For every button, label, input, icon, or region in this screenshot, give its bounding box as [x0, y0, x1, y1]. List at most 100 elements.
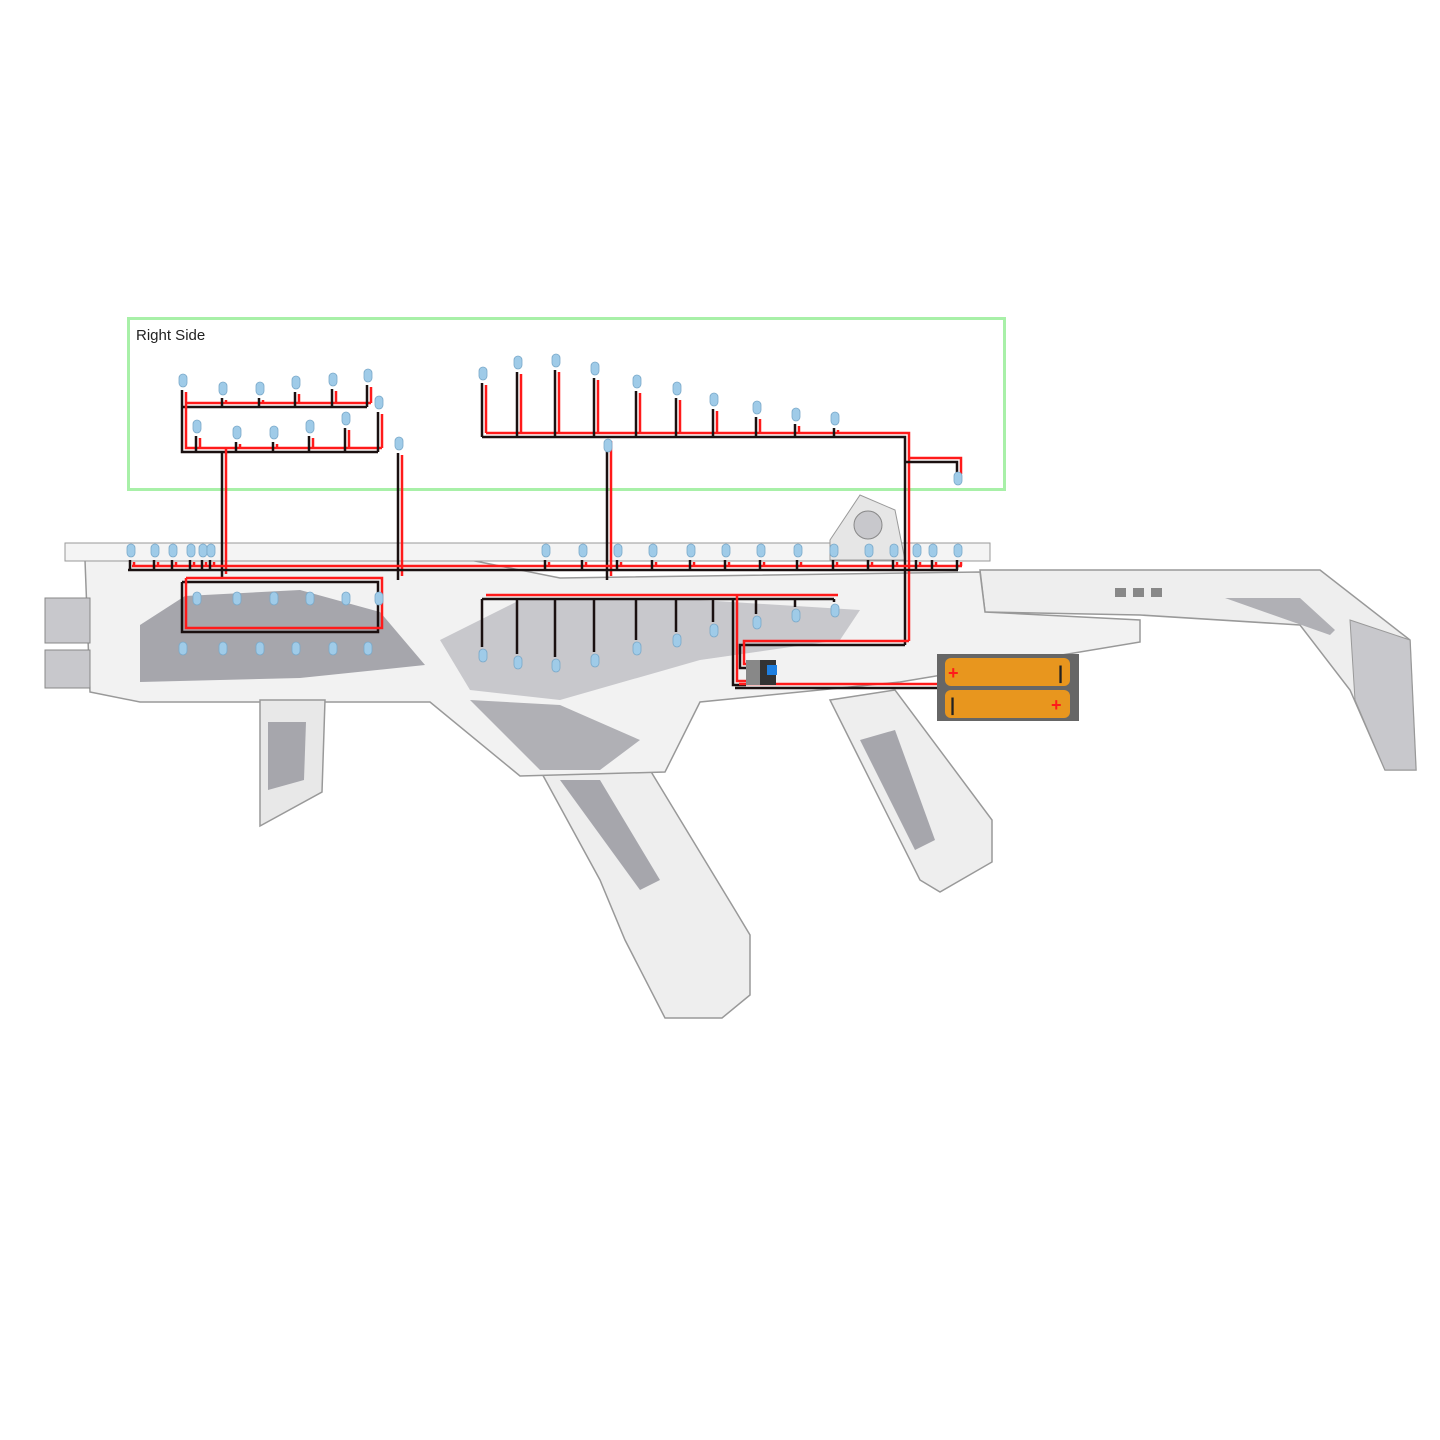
battery-plus-1: + [948, 663, 959, 683]
led-icon [206, 543, 216, 558]
led-icon [709, 392, 719, 407]
led-icon [603, 438, 613, 453]
led-icon [613, 543, 623, 558]
led-icon [255, 641, 265, 656]
led-icon [394, 436, 404, 451]
led-icon [192, 419, 202, 434]
slide-switch-icon [767, 665, 777, 675]
wires [128, 370, 963, 690]
front-panel [140, 590, 425, 682]
led-icon [830, 603, 840, 618]
led-icon [912, 543, 922, 558]
led-icon [648, 543, 658, 558]
led-icon [721, 543, 731, 558]
led-icon [686, 543, 696, 558]
led-icon [889, 543, 899, 558]
led-icon [269, 425, 279, 440]
led-icon [150, 543, 160, 558]
led-icon [632, 641, 642, 656]
led-icon [328, 641, 338, 656]
led-icon [291, 641, 301, 656]
components: + | | + [746, 654, 1079, 721]
lower-left-loop-negative-wire [180, 580, 380, 634]
led-icon [232, 425, 242, 440]
pistol-grip-panel [860, 730, 935, 850]
led-icon [232, 591, 242, 606]
led-icon [590, 361, 600, 376]
blaster-body [44, 494, 1417, 1019]
muzzle-top [44, 597, 91, 644]
led-icon [269, 591, 279, 606]
led-icon [305, 591, 315, 606]
led-icon [168, 543, 178, 558]
led-icon [541, 543, 551, 558]
led-icon [341, 591, 351, 606]
upper-right-bus-negative-wire [482, 435, 907, 645]
vent-1 [1115, 588, 1126, 597]
lower-left-loop-positive-wire [184, 576, 384, 630]
led-icon [291, 375, 301, 390]
switch-feed-positive-wire [735, 595, 750, 683]
led-icon [829, 543, 839, 558]
led-icon [328, 372, 338, 387]
battery-holder: + | | + [937, 654, 1079, 721]
led-icon [305, 419, 315, 434]
led-icon [513, 355, 523, 370]
vent-2 [1133, 588, 1144, 597]
led-icon [953, 471, 963, 486]
battery-minus-1: | [1058, 663, 1063, 683]
group-box-label: Right Side [136, 327, 205, 344]
led-icon [791, 407, 801, 422]
led-icon [551, 353, 561, 368]
led-icon [198, 543, 208, 558]
led-icon [478, 366, 488, 381]
slide-switch[interactable] [746, 660, 777, 685]
led-icon [374, 591, 384, 606]
sight-ring [853, 510, 883, 540]
led-icon [363, 368, 373, 383]
led-icon [752, 400, 762, 415]
led-icon [752, 615, 762, 630]
led-icon [590, 653, 600, 668]
led-icon [709, 623, 719, 638]
stock-cutout [1225, 598, 1335, 635]
upper-left-row2-negative-wire [180, 407, 378, 454]
led-icon [672, 381, 682, 396]
led-icon [793, 543, 803, 558]
led-icon [578, 543, 588, 558]
led-icon [791, 608, 801, 623]
upper-left-row2-positive-wire [184, 403, 382, 450]
led-icon [632, 374, 642, 389]
upper-right-bus-positive-wire [486, 431, 911, 641]
led-icon [756, 543, 766, 558]
led-icon [218, 641, 228, 656]
led-icon [928, 543, 938, 558]
led-icon [126, 543, 136, 558]
magazine-panel [560, 780, 660, 890]
led-icon [953, 543, 963, 558]
stock-butt [1349, 619, 1417, 771]
leds [126, 353, 963, 673]
battery-cell-2 [945, 690, 1070, 718]
magazine [538, 769, 751, 1019]
fore-grip-panel [268, 722, 306, 790]
battery-cell-1 [945, 658, 1070, 686]
led-icon [178, 373, 188, 388]
led-icon [830, 411, 840, 426]
battery-minus-2: | [950, 695, 955, 715]
upper-right-branch-negative-wire [905, 460, 959, 478]
led-icon [513, 655, 523, 670]
muzzle-bottom [44, 649, 91, 689]
upper-right-branch-positive-wire [909, 456, 963, 474]
led-icon [192, 591, 202, 606]
battery-plus-2: + [1051, 695, 1062, 715]
lower-panel [470, 700, 640, 770]
vent-3 [1151, 588, 1162, 597]
led-icon [178, 641, 188, 656]
led-icon [672, 633, 682, 648]
led-icon [218, 381, 228, 396]
right-side-group-box [127, 317, 1006, 491]
led-icon [363, 641, 373, 656]
